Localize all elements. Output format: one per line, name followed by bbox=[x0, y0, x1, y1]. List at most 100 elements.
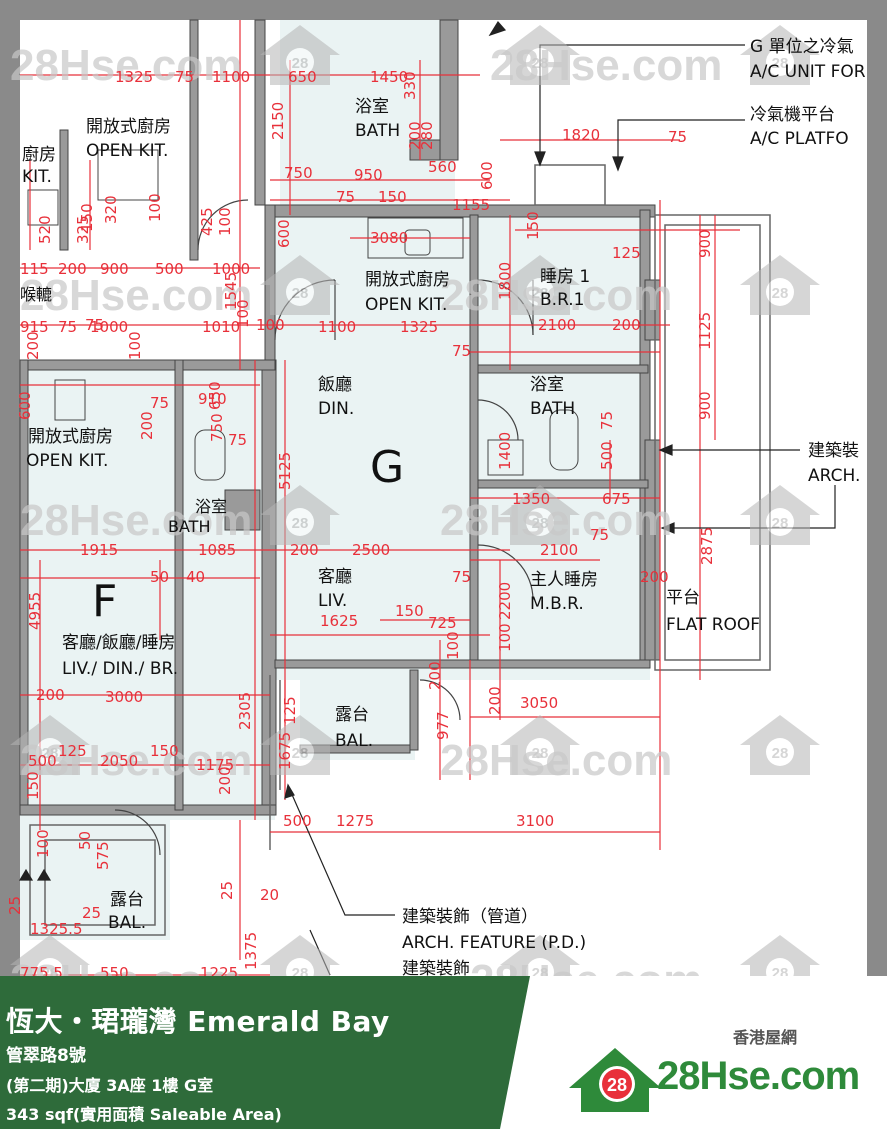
dimension-label: 150 bbox=[78, 203, 96, 232]
br1-label-en: B.R.1 bbox=[540, 290, 585, 310]
watermark-text: 28Hse.com bbox=[20, 736, 252, 785]
dimension-label: 2050 bbox=[100, 752, 138, 770]
dimension-label: 2100 bbox=[540, 541, 578, 559]
dimension-label: 100 bbox=[234, 299, 252, 328]
dimension-label: 75 bbox=[175, 68, 194, 86]
dimension-label: 100 bbox=[216, 207, 234, 236]
dimension-label: 500 bbox=[155, 260, 184, 278]
unit-description: (第二期)大廈 3A座 1樓 G室 bbox=[6, 1076, 214, 1095]
dimension-label: 1275 bbox=[336, 812, 374, 830]
dimension-label: 500 bbox=[28, 752, 57, 770]
brand-name-cn: 香港屋網 bbox=[733, 1028, 798, 1047]
dimension-label: 75 bbox=[452, 568, 471, 586]
bath-label-en: BATH bbox=[355, 121, 400, 141]
dimension-label: 200 bbox=[426, 661, 444, 690]
brand-logo-text: 28Hse.com bbox=[657, 1054, 860, 1098]
dimension-label: 560 bbox=[428, 158, 457, 176]
dimension-label: 500 bbox=[283, 812, 312, 830]
dimension-label: 3050 bbox=[520, 694, 558, 712]
watermark-house-icon: 28 bbox=[740, 255, 820, 315]
watermark-text: 28Hse.com bbox=[20, 271, 252, 320]
dimension-label: 1325 bbox=[400, 318, 438, 336]
dimension-label: 1350 bbox=[512, 490, 550, 508]
open-kit-f-label-en: OPEN KIT. bbox=[26, 451, 108, 471]
watermark-badge: 28 bbox=[42, 745, 59, 762]
dimension-label: 575 bbox=[94, 841, 112, 870]
dimension-label: 900 bbox=[100, 260, 129, 278]
dimension-label: 1085 bbox=[198, 541, 236, 559]
dimension-label: 725 bbox=[428, 614, 457, 632]
watermark-house-icon: 28 bbox=[500, 485, 580, 545]
dimension-label: 20 bbox=[260, 886, 279, 904]
din-label-en: DIN. bbox=[318, 399, 354, 419]
f-main-label-en: LIV./ DIN./ BR. bbox=[62, 659, 178, 679]
house-logo-icon: 28 bbox=[569, 1048, 661, 1112]
dimension-label: 1675 bbox=[276, 732, 294, 770]
open-kit-f-label-cn: 開放式廚房 bbox=[28, 426, 113, 447]
watermark-badge: 28 bbox=[292, 285, 309, 302]
open-kit-label-en: OPEN KIT. bbox=[86, 141, 168, 161]
dimension-label: 915 bbox=[20, 318, 49, 336]
dimension-label: 50 bbox=[76, 831, 94, 850]
dimension-label: 25 bbox=[82, 904, 101, 922]
dimension-label: 520 bbox=[36, 215, 54, 244]
dimension-label: 500 bbox=[598, 441, 616, 470]
kit-label-en: KIT. bbox=[22, 167, 52, 187]
dimension-label: 1155 bbox=[452, 196, 490, 214]
dimension-label: 125 bbox=[612, 244, 641, 262]
dimension-label: 75 bbox=[228, 431, 247, 449]
dimension-label: 25 bbox=[6, 896, 24, 915]
watermark-house-icon: 28 bbox=[500, 25, 580, 85]
bath-g-label-en: BATH bbox=[530, 399, 575, 419]
watermark-badge: 28 bbox=[772, 55, 789, 72]
dimension-label: 2875 bbox=[698, 527, 716, 565]
watermark-badge: 28 bbox=[532, 745, 549, 762]
dimension-label: 3100 bbox=[516, 812, 554, 830]
info-footer: 恆大・珺瓏灣 Emerald Bay 管翠路8號 (第二期)大廈 3A座 1樓 … bbox=[0, 976, 887, 1129]
dimension-label: 330 bbox=[401, 71, 419, 100]
watermark-house-icon: 28 bbox=[260, 935, 340, 976]
dimension-label: 200 bbox=[36, 686, 65, 704]
dimension-label: 200 bbox=[640, 568, 669, 586]
dimension-label: 977 bbox=[434, 711, 452, 740]
watermark-house-icon: 28 bbox=[740, 25, 820, 85]
dimension-label: 1545 bbox=[222, 272, 240, 310]
watermark-badge: 28 bbox=[772, 745, 789, 762]
watermark-house-icon: 28 bbox=[10, 935, 90, 976]
dimension-label: 1820 bbox=[562, 126, 600, 144]
dimension-label: 75 bbox=[336, 188, 355, 206]
dimension-label: 100 bbox=[34, 829, 52, 858]
dimension-label: 3000 bbox=[105, 688, 143, 706]
watermark-text: 28Hse.com bbox=[440, 736, 672, 785]
dimension-label: 1375 bbox=[242, 932, 260, 970]
watermark-badge: 28 bbox=[532, 55, 549, 72]
watermark-badge: 28 bbox=[772, 965, 789, 976]
arch-feature-label-en: ARCH. FEATURE (P.D.) bbox=[402, 933, 586, 953]
dimension-label: 3080 bbox=[370, 229, 408, 247]
bath-g-label-cn: 浴室 bbox=[530, 375, 564, 395]
arch-label-cn: 建築裝 bbox=[808, 441, 859, 461]
watermark-badge: 28 bbox=[292, 515, 309, 532]
dimension-label: 320 bbox=[102, 195, 120, 224]
estate-address: 管翠路8號 bbox=[6, 1046, 86, 1066]
watermark-house-icon: 28 bbox=[740, 715, 820, 775]
dimension-label: 1625 bbox=[320, 612, 358, 630]
liv-label-cn: 客廳 bbox=[318, 567, 352, 587]
dimension-label: 1000 bbox=[212, 260, 250, 278]
watermark-house-icon: 28 bbox=[260, 715, 340, 775]
watermark-house-icon: 28 bbox=[500, 715, 580, 775]
dimension-label: 125 bbox=[281, 696, 299, 725]
dimension-label: 100 bbox=[126, 331, 144, 360]
dimension-label: 40 bbox=[186, 568, 205, 586]
throat-label: 喉轆 bbox=[20, 285, 52, 304]
bal-f-label-cn: 露台 bbox=[110, 890, 144, 910]
dimension-label: 2500 bbox=[352, 541, 390, 559]
watermark-badge: 28 bbox=[532, 285, 549, 302]
dimension-label: 750 bbox=[284, 164, 313, 182]
dimension-label: 1100 bbox=[212, 68, 250, 86]
bath-f-label-en: BATH bbox=[168, 517, 210, 536]
dimension-label: 550 bbox=[100, 964, 129, 976]
dimension-label: 50 bbox=[150, 568, 169, 586]
unit-g-label: G bbox=[370, 442, 404, 493]
